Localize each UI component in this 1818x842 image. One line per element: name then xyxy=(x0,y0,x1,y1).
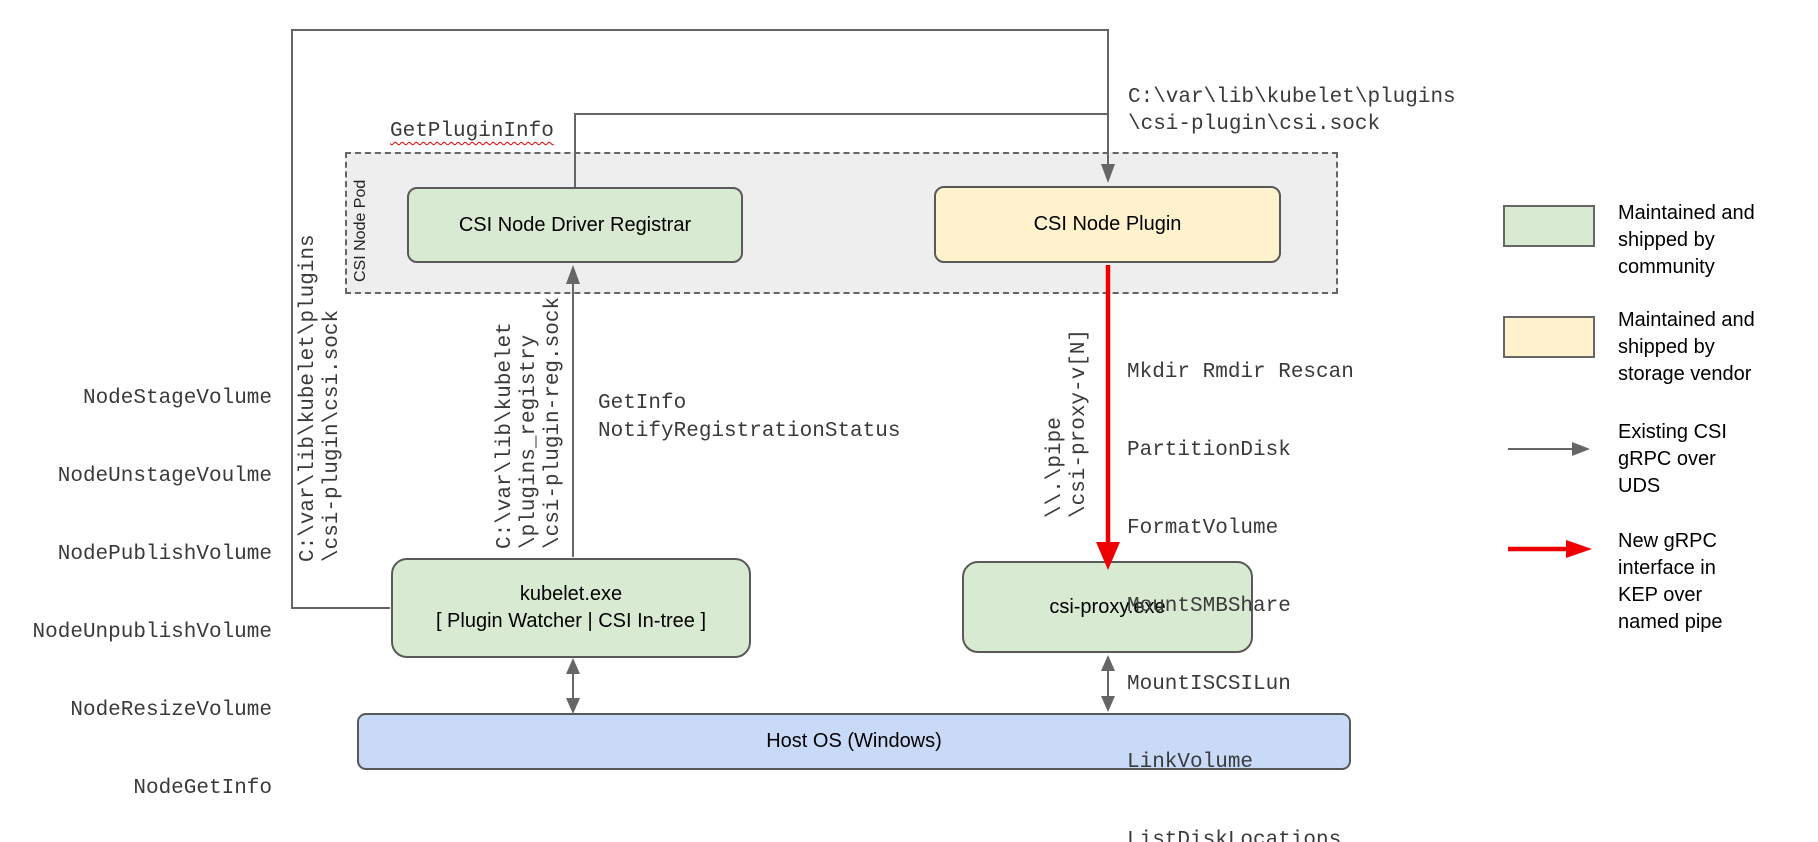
csi-node-plugin-box: CSI Node Plugin xyxy=(934,186,1281,263)
list-item: NodeUnstageVoulme xyxy=(57,465,272,488)
list-item: LinkVolume xyxy=(1127,751,1254,774)
plugin-label: CSI Node Plugin xyxy=(1033,213,1182,235)
kubelet-hostos-up-arrowhead-icon xyxy=(566,658,580,674)
kubelet-box: kubelet.exe [ Plugin Watcher | CSI In-tr… xyxy=(391,558,751,658)
kubelet-to-plugin-line xyxy=(291,29,1109,609)
list-item: NodePublishVolume xyxy=(57,543,272,566)
list-item: ListDiskLocations xyxy=(1127,829,1342,842)
csi-sock-path-label: C:\var\lib\kubelet\plugins \csi-plugin\c… xyxy=(1128,86,1456,136)
node-rpc-call-list: NodeStageVolume NodeUnstageVoulme NodePu… xyxy=(20,334,272,842)
list-item: NodeUnpublishVolume xyxy=(32,621,272,644)
csi-node-pod-label: CSI Node Pod xyxy=(352,179,369,282)
registrar-label: CSI Node Driver Registrar xyxy=(458,213,692,236)
legend-community-swatch xyxy=(1503,205,1595,247)
list-item: MountISCSILun xyxy=(1127,673,1291,696)
list-item: NodeGetInfo xyxy=(133,777,272,800)
kubelet-title: kubelet.exe xyxy=(519,583,623,605)
legend-existing-label: Existing CSI gRPC over UDS xyxy=(1618,421,1727,497)
registration-calls-label: GetInfo NotifyRegistrationStatus xyxy=(598,392,901,443)
proxy-hostos-down-arrowhead-icon xyxy=(1101,696,1115,712)
host-os-box: Host OS (Windows) xyxy=(357,713,1351,770)
legend-vendor-swatch xyxy=(1503,316,1595,358)
legend-new-arrow-icon xyxy=(1508,540,1592,558)
list-item: Mkdir Rmdir Rescan xyxy=(1127,361,1354,384)
kubelet-subtitle: [ Plugin Watcher | CSI In-tree ] xyxy=(435,610,707,632)
legend-community-label: Maintained and shipped by community xyxy=(1618,202,1755,278)
list-item: NodeResizeVolume xyxy=(70,699,272,722)
list-item: FormatVolume xyxy=(1127,517,1279,540)
named-pipe-path-label: \\.\pipe \csi-proxy-v[N] xyxy=(1044,328,1091,518)
list-item: NodeStageVolume xyxy=(82,387,272,410)
proxy-hostos-up-arrowhead-icon xyxy=(1101,655,1115,671)
legend-new-label: New gRPC interface in KEP over named pip… xyxy=(1618,530,1723,633)
kubelet-hostos-down-arrowhead-icon xyxy=(566,698,580,714)
list-item: MountSMBShare xyxy=(1127,595,1291,618)
list-item: PartitionDisk xyxy=(1127,439,1291,462)
csi-sock-path-vertical-label: C:\var\lib\kubelet\plugins \csi-plugin\c… xyxy=(297,234,344,562)
csi-node-driver-registrar-box: CSI Node Driver Registrar xyxy=(407,187,743,263)
legend-existing-arrow-icon xyxy=(1508,442,1590,456)
host-os-label: Host OS (Windows) xyxy=(766,730,942,752)
registration-sock-path-label: C:\var\lib\kubelet \plugins_registry \cs… xyxy=(494,296,565,549)
legend-vendor-label: Maintained and shipped by storage vendor xyxy=(1618,309,1755,385)
proxy-rpc-call-list: Mkdir Rmdir Rescan PartitionDisk FormatV… xyxy=(1127,308,1354,842)
get-plugin-info-label: GetPluginInfo xyxy=(390,120,554,143)
